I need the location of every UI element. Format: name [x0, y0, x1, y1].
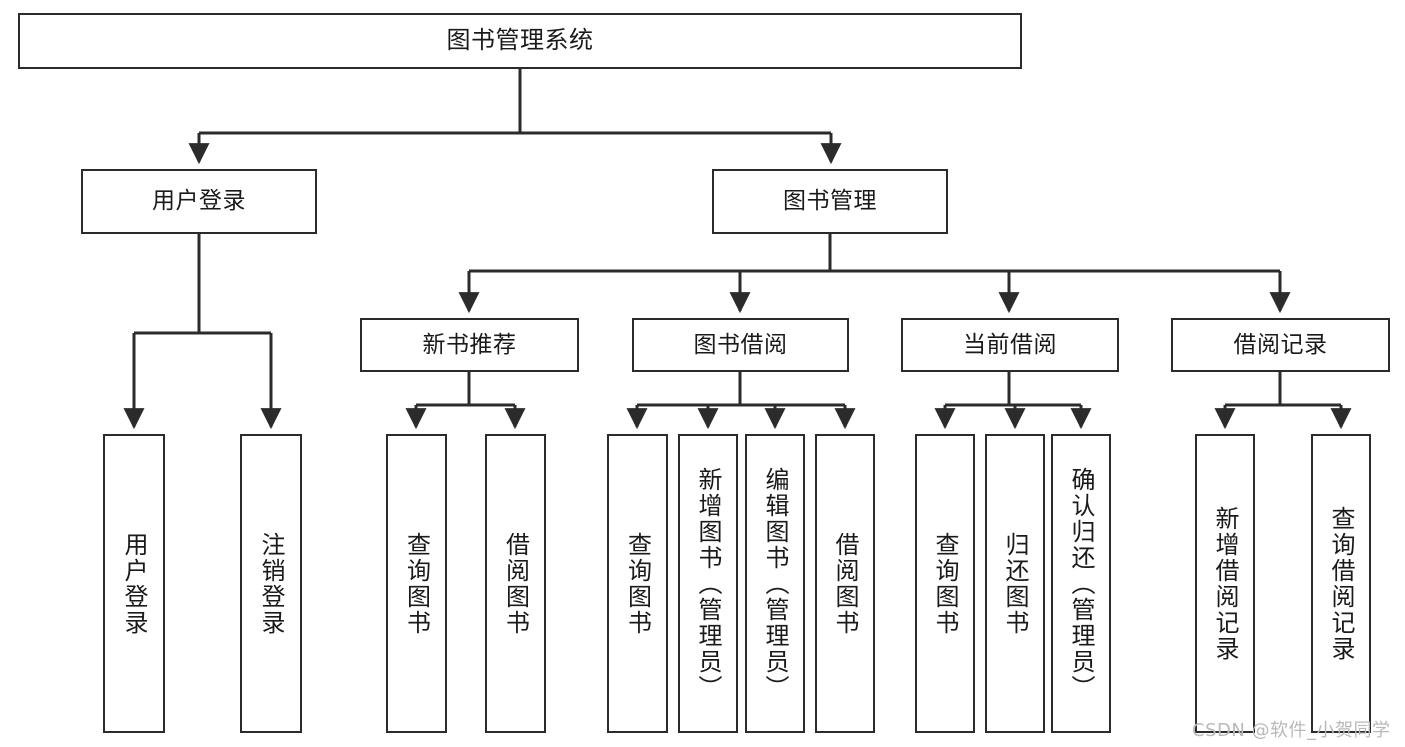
leaf-borrow-book-recommendation[interactable]: 借阅图书: [485, 434, 546, 733]
node-root-system[interactable]: 图书管理系统: [18, 13, 1022, 69]
node-label: 查询借阅记录: [1327, 505, 1355, 662]
node-label: 图书管理系统: [446, 26, 594, 55]
node-user-login[interactable]: 用户登录: [81, 169, 317, 234]
node-label: 用户登录: [120, 531, 148, 636]
leaf-add-borrow-record[interactable]: 新增借阅记录: [1195, 434, 1255, 733]
node-borrow-records[interactable]: 借阅记录: [1171, 318, 1390, 372]
node-label: 编辑图书（管理员）: [761, 466, 789, 701]
node-book-borrow[interactable]: 图书借阅: [632, 318, 849, 372]
leaf-add-book-admin[interactable]: 新增图书（管理员）: [678, 434, 738, 733]
node-label: 注销登录: [257, 531, 285, 636]
leaf-user-login[interactable]: 用户登录: [103, 434, 165, 733]
node-label: 图书借阅: [693, 331, 788, 358]
leaf-logout[interactable]: 注销登录: [240, 434, 302, 733]
leaf-confirm-return-admin[interactable]: 确认归还（管理员）: [1051, 434, 1111, 733]
node-label: 确认归还（管理员）: [1067, 466, 1095, 701]
node-label: 借阅图书: [831, 531, 859, 636]
node-label: 查询图书: [402, 531, 431, 636]
node-label: 查询图书: [623, 531, 652, 636]
node-new-book-recommendation[interactable]: 新书推荐: [360, 318, 579, 372]
node-label: 图书管理: [783, 188, 877, 215]
leaf-query-book-current[interactable]: 查询图书: [915, 434, 975, 733]
node-book-management[interactable]: 图书管理: [712, 169, 948, 234]
node-label: 借阅图书: [501, 531, 530, 636]
node-label: 用户登录: [152, 188, 246, 215]
node-label: 新书推荐: [422, 331, 517, 358]
node-label: 新增借阅记录: [1211, 505, 1239, 662]
node-label: 借阅记录: [1233, 331, 1328, 358]
leaf-query-book-borrow[interactable]: 查询图书: [607, 434, 668, 733]
leaf-query-borrow-record[interactable]: 查询借阅记录: [1311, 434, 1371, 733]
node-label: 新增图书（管理员）: [694, 466, 722, 701]
leaf-query-book-recommendation[interactable]: 查询图书: [386, 434, 447, 733]
node-label: 归还图书: [1001, 531, 1029, 636]
node-label: 当前借阅: [963, 331, 1057, 358]
node-current-borrow[interactable]: 当前借阅: [901, 318, 1119, 372]
node-label: 查询图书: [931, 531, 959, 636]
leaf-edit-book-admin[interactable]: 编辑图书（管理员）: [745, 434, 805, 733]
leaf-return-book[interactable]: 归还图书: [985, 434, 1045, 733]
leaf-borrow-book[interactable]: 借阅图书: [815, 434, 875, 733]
